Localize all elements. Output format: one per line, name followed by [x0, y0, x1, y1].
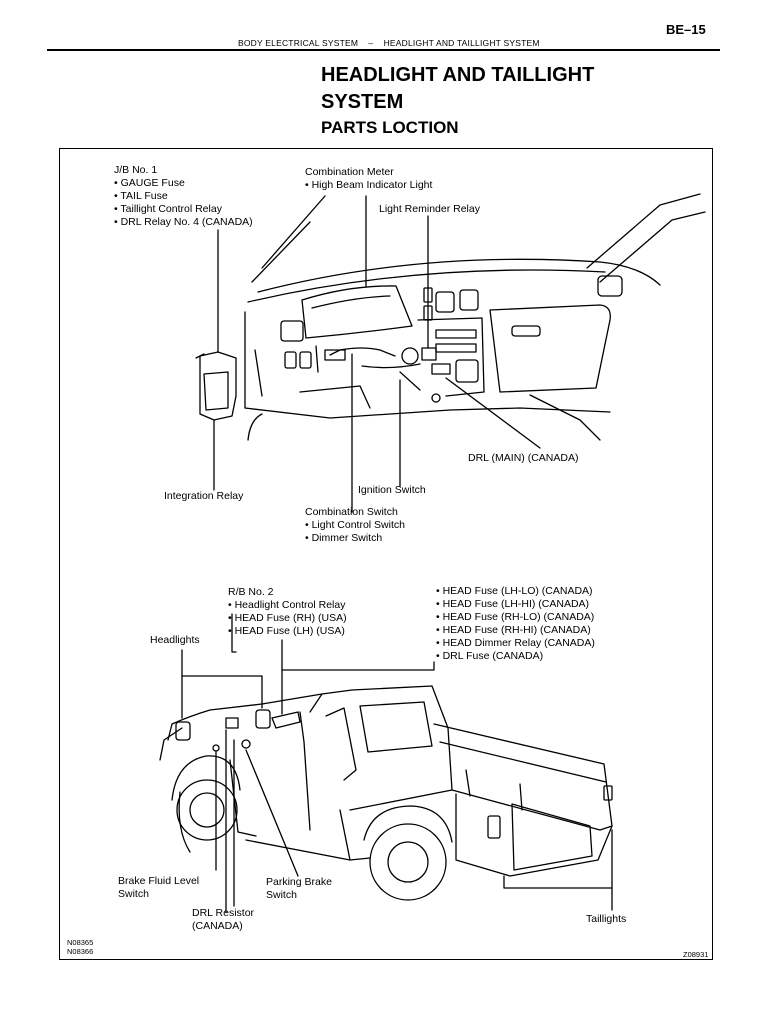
jb-item: • DRL Relay No. 4 (CANADA) [114, 216, 253, 228]
parking-brake-line: Switch [266, 889, 297, 901]
diagram-frame [59, 148, 713, 960]
page-number: BE–15 [666, 22, 706, 37]
light-reminder-relay-label: Light Reminder Relay [379, 203, 480, 215]
drl-resistor-line: (CANADA) [192, 920, 243, 932]
combination-meter-heading: Combination Meter [305, 166, 394, 178]
combination-switch-item: • Dimmer Switch [305, 532, 383, 544]
parking-brake-line: Parking Brake [266, 876, 332, 888]
running-section: BODY ELECTRICAL SYSTEM [238, 38, 359, 48]
canada-fuse-item: • HEAD Dimmer Relay (CANADA) [436, 637, 595, 649]
figure-code-right: Z08931 [683, 950, 709, 959]
ignition-switch-label: Ignition Switch [358, 484, 426, 496]
page-subtitle: PARTS LOCTION [321, 118, 459, 137]
drl-resistor-line: DRL Resistor [192, 907, 255, 919]
rb-heading: R/B No. 2 [228, 586, 274, 598]
combination-switch-item: • Light Control Switch [305, 519, 405, 531]
jb-no1-label: J/B No. 1 • GAUGE Fuse • TAIL Fuse • Tai… [114, 164, 253, 229]
parking-brake-switch-label: Parking Brake Switch [266, 876, 332, 902]
figure-code: N08365 [67, 938, 94, 947]
running-header: BODY ELECTRICAL SYSTEM – HEADLIGHT AND T… [238, 38, 540, 48]
drl-resistor-label: DRL Resistor (CANADA) [192, 907, 254, 933]
running-separator: – [368, 38, 374, 48]
jb-item: • TAIL Fuse [114, 190, 168, 202]
brake-fluid-line: Brake Fluid Level [118, 875, 200, 887]
page-title: HEADLIGHT AND TAILLIGHT SYSTEM [321, 62, 594, 116]
canada-fuse-item: • HEAD Fuse (RH-HI) (CANADA) [436, 624, 591, 636]
jb-item: • GAUGE Fuse [114, 177, 185, 189]
combination-switch-heading: Combination Switch [305, 506, 398, 518]
canada-fuse-item: • HEAD Fuse (LH-LO) (CANADA) [436, 585, 593, 597]
canada-fuse-item: • HEAD Fuse (LH-HI) (CANADA) [436, 598, 590, 610]
headlights-label: Headlights [150, 634, 200, 646]
header-rule [47, 49, 720, 51]
jb-item: • Taillight Control Relay [114, 203, 222, 215]
figure-code: N08366 [67, 947, 94, 956]
page-title-line2: SYSTEM [321, 91, 404, 113]
canada-fuse-item: • DRL Fuse (CANADA) [436, 650, 544, 662]
rb-item: • HEAD Fuse (LH) (USA) [228, 625, 345, 637]
rb-item: • Headlight Control Relay [228, 599, 346, 611]
integration-relay-label: Integration Relay [164, 490, 244, 502]
brake-fluid-level-switch-label: Brake Fluid Level Switch [118, 875, 199, 901]
figure-code-left: N08365 N08366 [67, 938, 93, 956]
canada-fuses-label: • HEAD Fuse (LH-LO) (CANADA) • HEAD Fuse… [436, 585, 595, 663]
combination-switch-label: Combination Switch • Light Control Switc… [305, 506, 405, 545]
drl-main-label: DRL (MAIN) (CANADA) [468, 452, 579, 464]
rb-item: • HEAD Fuse (RH) (USA) [228, 612, 347, 624]
combination-meter-item: • High Beam Indicator Light [305, 179, 433, 191]
combination-meter-label: Combination Meter • High Beam Indicator … [305, 166, 432, 192]
page-title-line1: HEADLIGHT AND TAILLIGHT [321, 64, 595, 86]
canada-fuse-item: • HEAD Fuse (RH-LO) (CANADA) [436, 611, 595, 623]
taillights-label: Taillights [586, 913, 627, 925]
brake-fluid-line: Switch [118, 888, 149, 900]
running-title: HEADLIGHT AND TAILLIGHT SYSTEM [383, 38, 540, 48]
rb-no2-label: R/B No. 2 • Headlight Control Relay • HE… [228, 586, 347, 638]
jb-heading: J/B No. 1 [114, 164, 158, 176]
